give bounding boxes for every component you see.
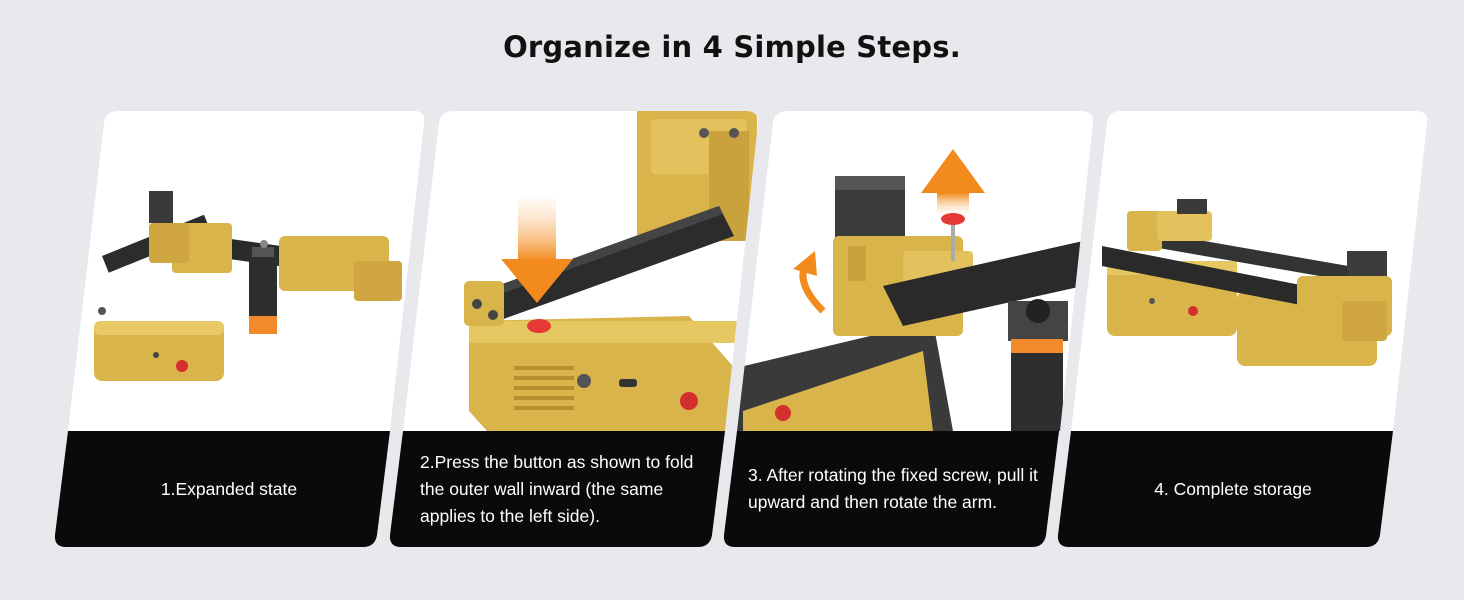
storage-image xyxy=(1102,199,1392,366)
step-card-3: 3. After rotating the fixed screw, pull … xyxy=(723,111,1123,547)
page-title: Organize in 4 Simple Steps. xyxy=(503,30,961,64)
step-3-caption: 3. After rotating the fixed screw, pull … xyxy=(748,465,1038,512)
step-2-caption: 2.Press the button as shown to fold the … xyxy=(420,451,694,526)
fold-button-image xyxy=(464,111,757,431)
step-card-1: 1.Expanded state xyxy=(54,111,454,547)
step-card-4: 4. Complete storage xyxy=(1057,111,1457,547)
step-4-caption: 4. Complete storage xyxy=(1154,478,1312,499)
step-1-caption: 1.Expanded state xyxy=(160,478,298,499)
rotate-screw-image xyxy=(737,149,1083,431)
expanded-engraver-image xyxy=(94,191,402,381)
step-card-2: 2.Press the button as shown to fold the … xyxy=(389,111,789,547)
